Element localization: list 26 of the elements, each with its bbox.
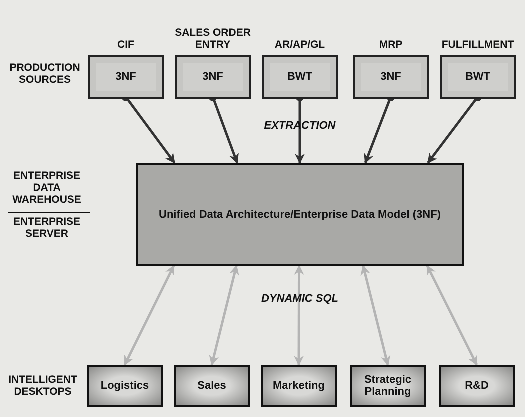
desktop-box: Logistics: [87, 365, 163, 407]
desktop-box: R&D: [439, 365, 515, 407]
row-label: ENTERPRISE DATA WAREHOUSE: [12, 170, 82, 206]
row-label: INTELLIGENT DESKTOPS: [8, 374, 78, 398]
source-heading: SALES ORDER ENTRY: [175, 26, 251, 51]
row-label: PRODUCTION SOURCES: [8, 62, 82, 86]
model-box: Unified Data Architecture/Enterprise Data Model (3NF): [136, 163, 464, 266]
arrow: [209, 265, 240, 366]
source-heading: FULFILLMENT: [440, 38, 516, 51]
source-box: BWT: [440, 55, 516, 99]
source-heading: MRP: [378, 38, 404, 51]
arrow: [360, 265, 391, 366]
desktop-box: Sales: [174, 365, 250, 407]
source-box: 3NF: [88, 55, 164, 99]
source-heading: AR/AP/GL: [274, 38, 326, 51]
source-box: 3NF: [353, 55, 429, 99]
source-box: 3NF: [175, 55, 251, 99]
desktop-box: Marketing: [261, 365, 337, 407]
arrow: [426, 265, 478, 366]
source-box: BWT: [262, 55, 338, 99]
arrow: [294, 265, 304, 366]
flow-label: DYNAMIC SQL: [260, 293, 340, 305]
source-heading: CIF: [116, 38, 136, 51]
desktop-box: Strategic Planning: [350, 365, 426, 407]
arrow: [124, 265, 176, 366]
row-label: ENTERPRISE SERVER: [12, 216, 82, 240]
